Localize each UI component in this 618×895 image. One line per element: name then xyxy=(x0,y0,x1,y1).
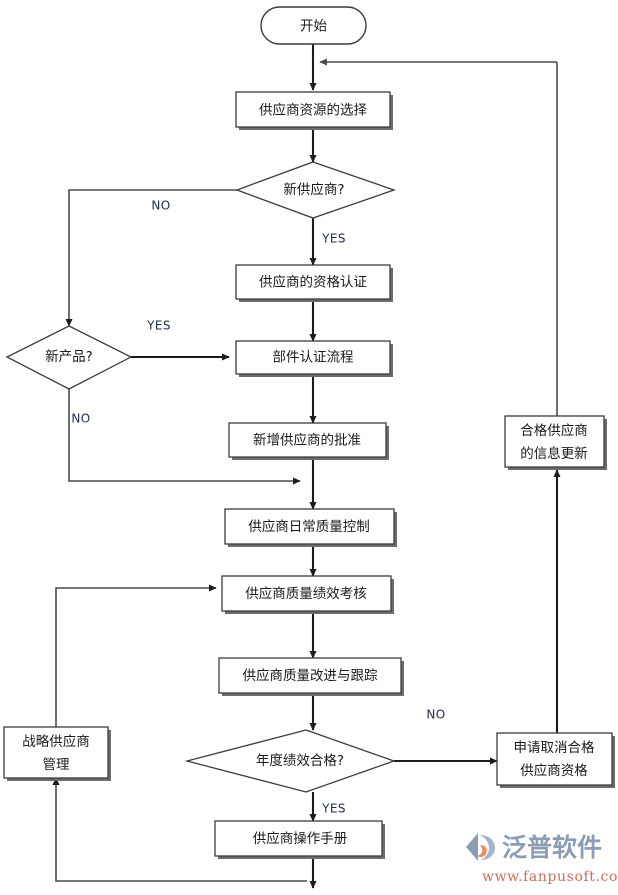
edge-label-new-product-yes: YES xyxy=(146,319,171,333)
node-update-info-label-line2: 的信息更新 xyxy=(520,445,588,462)
node-approve-new-label: 新增供应商的批准 xyxy=(253,432,361,449)
edge-label-annual-no: NO xyxy=(426,708,445,722)
edge-label-new-supplier-yes: YES xyxy=(321,232,346,246)
node-perf-review[interactable]: 供应商质量绩效考核 xyxy=(221,575,394,614)
node-update-info[interactable]: 合格供应商 的信息更新 xyxy=(504,415,607,470)
node-annual-pass-label: 年度绩效合格? xyxy=(256,753,344,769)
node-qualify-label: 供应商的资格认证 xyxy=(259,274,367,291)
node-strategic[interactable]: 战略供应商 管理 xyxy=(3,726,111,781)
node-strategic-label-line1: 战略供应商 xyxy=(22,733,90,750)
node-revoke-label-line1: 申请取消合格 xyxy=(514,740,595,756)
node-select-label: 供应商资源的选择 xyxy=(259,102,367,119)
edge-manual-to-strategic xyxy=(52,777,307,882)
edge-label-new-supplier-no: NO xyxy=(151,199,170,213)
node-daily-qc[interactable]: 供应商日常质量控制 xyxy=(224,508,397,547)
node-manual[interactable]: 供应商操作手册 xyxy=(214,820,385,859)
node-improve-label: 供应商质量改进与跟踪 xyxy=(243,667,378,684)
node-annual-pass[interactable]: 年度绩效合格? xyxy=(184,729,396,793)
node-approve-new[interactable]: 新增供应商的批准 xyxy=(228,422,389,460)
node-start-label: 开始 xyxy=(300,19,327,35)
node-strategic-label-line2: 管理 xyxy=(43,757,70,773)
edge-strategic-to-perf xyxy=(55,584,217,727)
node-is-new-product[interactable]: 新产品? xyxy=(5,325,133,390)
node-select[interactable]: 供应商资源的选择 xyxy=(235,91,393,130)
node-perf-review-label: 供应商质量绩效考核 xyxy=(245,585,367,602)
node-part-cert-label: 部件认证流程 xyxy=(273,350,354,366)
node-revoke[interactable]: 申请取消合格 供应商资格 xyxy=(496,732,615,788)
node-manual-label: 供应商操作手册 xyxy=(253,830,348,847)
node-daily-qc-label: 供应商日常质量控制 xyxy=(248,518,370,535)
node-improve[interactable]: 供应商质量改进与跟踪 xyxy=(218,657,404,696)
node-update-info-label-line1: 合格供应商 xyxy=(520,422,588,439)
edge-new-product-no xyxy=(68,389,301,485)
node-start[interactable]: 开始 xyxy=(260,6,367,45)
edge-label-new-product-no: NO xyxy=(71,412,90,426)
node-revoke-label-line2: 供应商资格 xyxy=(520,762,588,779)
node-is-new-supplier-label: 新供应商? xyxy=(283,181,344,198)
edge-label-annual-yes: YES xyxy=(321,802,346,816)
node-part-cert[interactable]: 部件认证流程 xyxy=(235,340,393,377)
node-is-new-supplier[interactable]: 新供应商? xyxy=(235,161,396,219)
node-is-new-product-label: 新产品? xyxy=(45,349,93,365)
node-qualify[interactable]: 供应商的资格认证 xyxy=(235,264,393,302)
edge-new-supplier-no xyxy=(65,189,237,327)
